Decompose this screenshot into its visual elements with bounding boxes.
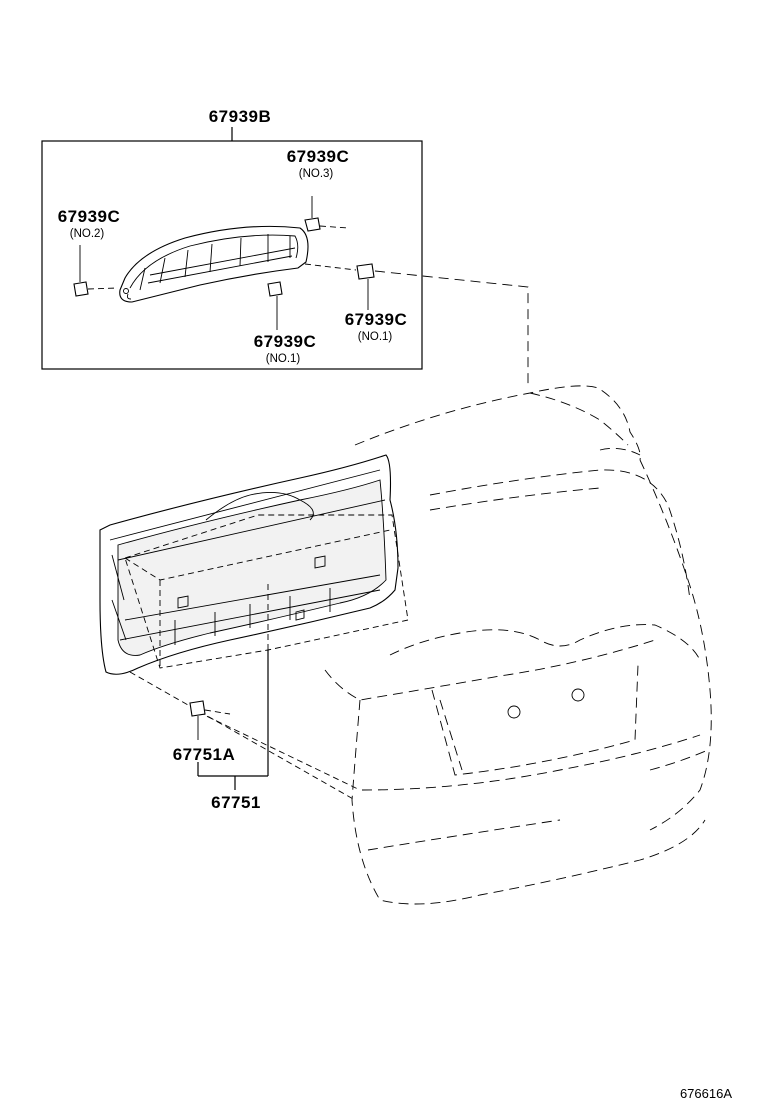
clip-no2: [73, 245, 119, 297]
label-clip-no2-sub: (NO.2): [70, 228, 105, 240]
label-67751a: 67751A: [173, 745, 236, 764]
label-clip-no3: 67939C: [287, 147, 350, 166]
label-67751: 67751: [211, 793, 261, 812]
label-clip-no1-bottom: 67939C: [254, 332, 317, 351]
clip-no1-bottom: [267, 281, 283, 330]
upper-assembly-box: [41, 127, 423, 370]
label-clip-no2: 67939C: [58, 207, 121, 226]
leader-to-tailgate: [374, 270, 529, 388]
bracket-67751: [197, 650, 269, 790]
lower-trim-panel: [99, 454, 399, 675]
projection-lines: [124, 514, 409, 801]
clip-67751A: [189, 700, 231, 740]
clip-no3: [304, 196, 349, 232]
upper-trim-panel: [119, 225, 309, 303]
tailgate-outline: [324, 385, 712, 905]
label-clip-no1-right-sub: (NO.1): [358, 331, 393, 343]
label-clip-no1-bottom-sub: (NO.1): [266, 353, 301, 365]
diagram-code: 676616A: [680, 1086, 732, 1101]
label-67939b: 67939B: [209, 107, 272, 126]
clip-no1-right: [304, 263, 375, 310]
label-clip-no1-right: 67939C: [345, 310, 408, 329]
label-clip-no3-sub: (NO.3): [299, 168, 334, 180]
